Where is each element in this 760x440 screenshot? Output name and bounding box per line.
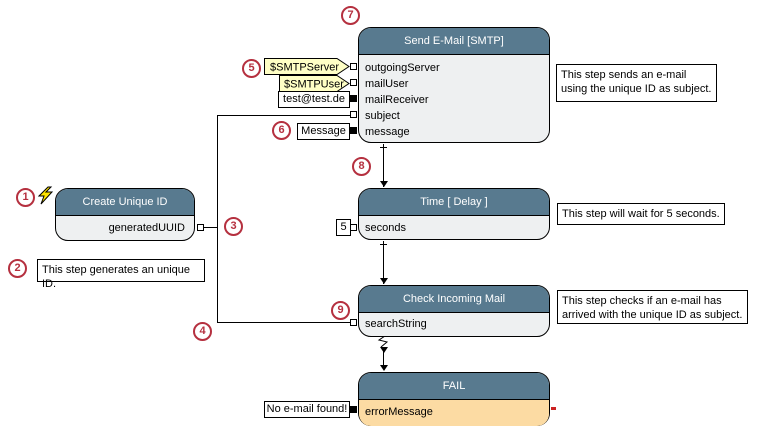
port-connector-mailuser[interactable] [350,79,357,86]
flow-arrow-time-check [383,241,384,284]
node-title: Create Unique ID [56,189,194,216]
port-connector-seconds[interactable] [350,224,357,231]
variable-tag-label: $SMTPUser [284,79,344,91]
flow-arrow-check-fail [383,351,384,366]
arrowhead-down-icon [380,181,388,187]
port-label-seconds: seconds [365,222,406,234]
wire-to-subject [218,115,350,116]
port-connector-outgoingserver[interactable] [350,63,357,70]
note-text: This step sends an e-mail using the uniq… [561,69,712,95]
callout-8: 8 [352,157,371,176]
callout-1: 1 [16,188,35,207]
callout-3: 3 [224,217,243,236]
port-label-mailreceiver: mailReceiver [365,94,429,106]
port-label-errormessage: errorMessage [365,406,433,418]
port-connector-subject[interactable] [350,111,357,118]
variable-tag-smtpuser[interactable]: $SMTPUser [279,75,350,92]
error-port-marker [551,407,556,410]
node-title: Send E-Mail [SMTP] [359,28,549,55]
port-connector-errormessage[interactable] [350,406,357,413]
node-create-unique-id[interactable]: Create Unique ID generatedUUID [55,188,195,241]
value-box-mailreceiver[interactable]: test@test.de [278,91,350,108]
node-title: Time [ Delay ] [359,189,549,216]
value-box-errormessage[interactable]: No e-mail found! [264,401,350,418]
note-text: This step will wait for 5 seconds. [562,208,720,220]
port-connector-generateduuid[interactable] [197,224,204,231]
error-zigzag-icon [377,336,389,348]
start-lightning-icon [38,186,54,205]
node-fail[interactable]: FAIL errorMessage [358,372,550,426]
note-create-step[interactable]: This step generates an unique ID. [37,259,205,290]
callout-2: 2 [8,259,27,278]
flow-arrow-tail-tick [380,244,387,245]
node-title: FAIL [359,373,549,400]
note-text: This step generates an unique ID. [42,264,190,290]
port-connector-searchstring[interactable] [350,319,357,326]
callout-6: 6 [272,121,291,140]
wire-uuid-out [204,227,217,228]
callout-5: 5 [242,59,261,78]
value-box-message[interactable]: Message [297,123,350,140]
variable-tag-smtpserver[interactable]: $SMTPServer [264,58,350,75]
port-label-mailuser: mailUser [365,78,409,90]
value-box-seconds[interactable]: 5 [336,219,351,236]
callout-7: 7 [341,6,360,25]
port-label-searchstring: searchString [365,318,427,330]
port-connector-mailreceiver[interactable] [350,95,357,102]
note-delay-step[interactable]: This step will wait for 5 seconds. [557,203,725,225]
variable-tag-label: $SMTPServer [270,62,339,74]
arrowhead-down-icon [380,347,388,353]
node-time-delay[interactable]: Time [ Delay ] seconds [358,188,550,240]
node-check-incoming-mail[interactable]: Check Incoming Mail searchString [358,285,550,337]
node-send-email-smtp[interactable]: Send E-Mail [SMTP] outgoingServer mailUs… [358,27,550,143]
port-label-subject: subject [365,110,400,122]
flow-arrow-tail-tick [380,147,387,148]
wire-to-searchstring [218,322,350,323]
note-text: This step checks if an e-mail has arrive… [562,295,743,321]
node-title: Check Incoming Mail [359,286,549,313]
arrowhead-down-icon [380,278,388,284]
arrowhead-down-icon [380,365,388,371]
callout-4: 4 [193,322,212,341]
port-label-outgoingserver: outgoingServer [365,62,440,74]
port-label-message: message [365,126,410,138]
port-label-generateduuid: generatedUUID [108,222,185,234]
callout-9: 9 [331,301,350,320]
flow-arrow-smtp-time [383,144,384,187]
note-smtp-step[interactable]: This step sends an e-mail using the uniq… [556,64,717,102]
port-connector-message[interactable] [350,127,357,134]
note-check-step[interactable]: This step checks if an e-mail has arrive… [557,290,748,324]
wire-vertical-bus [217,115,218,323]
